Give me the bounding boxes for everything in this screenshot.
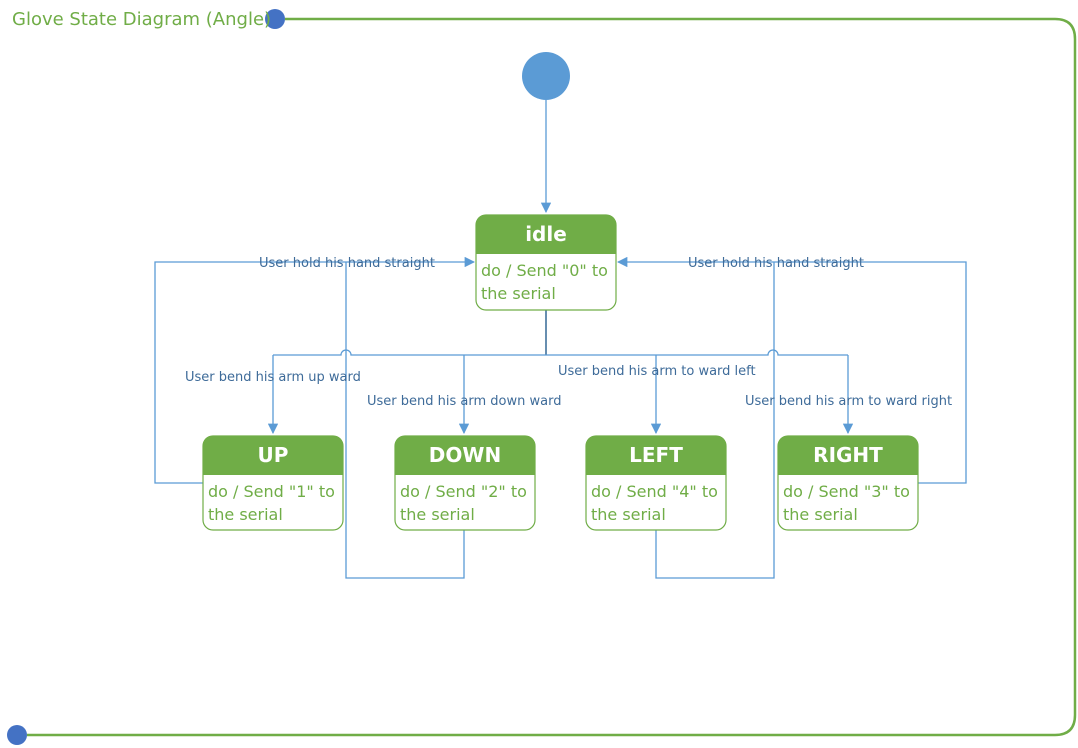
state-right: RIGHT do / Send "3" to the serial [777,435,919,531]
branch-bus [273,349,848,356]
label-to-right: User bend his arm to ward right [745,394,952,409]
state-left-name: LEFT [629,443,683,467]
state-down-action-line1: do / Send "2" to [400,482,527,501]
frame-border [27,17,1077,737]
state-idle: idle do / Send "0" to the serial [475,214,617,311]
state-left: LEFT do / Send "4" to the serial [585,435,727,531]
state-down-name: DOWN [429,443,501,467]
return-left-to-idle [655,262,775,579]
state-left-action-line1: do / Send "4" to [591,482,718,501]
frame-bottom-endpoint [7,725,27,745]
state-right-name: RIGHT [813,443,883,467]
state-up: UP do / Send "1" to the serial [202,435,344,531]
return-down-to-idle [345,262,465,579]
state-up-name: UP [258,443,289,467]
label-to-up: User bend his arm up ward [185,370,361,385]
label-return-right: User hold his hand straight [688,256,864,271]
state-up-action-line2: the serial [208,505,283,524]
state-up-action-line1: do / Send "1" to [208,482,335,501]
label-to-left: User bend his arm to ward left [558,364,756,379]
state-idle-name: idle [525,222,567,246]
label-to-down: User bend his arm down ward [367,394,561,409]
diagram-title: Glove State Diagram (Angle) [12,9,271,30]
state-left-action-line2: the serial [591,505,666,524]
state-down: DOWN do / Send "2" to the serial [394,435,536,531]
state-down-action-line2: the serial [400,505,475,524]
label-return-left: User hold his hand straight [259,256,435,271]
initial-node [522,52,570,100]
return-right-to-idle [616,256,967,484]
return-up-to-idle [154,256,476,484]
frame-title-endpoint [265,9,285,29]
state-right-action-line1: do / Send "3" to [783,482,910,501]
state-idle-action-line1: do / Send "0" to [481,261,608,280]
state-idle-action-line2: the serial [481,284,556,303]
state-right-action-line2: the serial [783,505,858,524]
